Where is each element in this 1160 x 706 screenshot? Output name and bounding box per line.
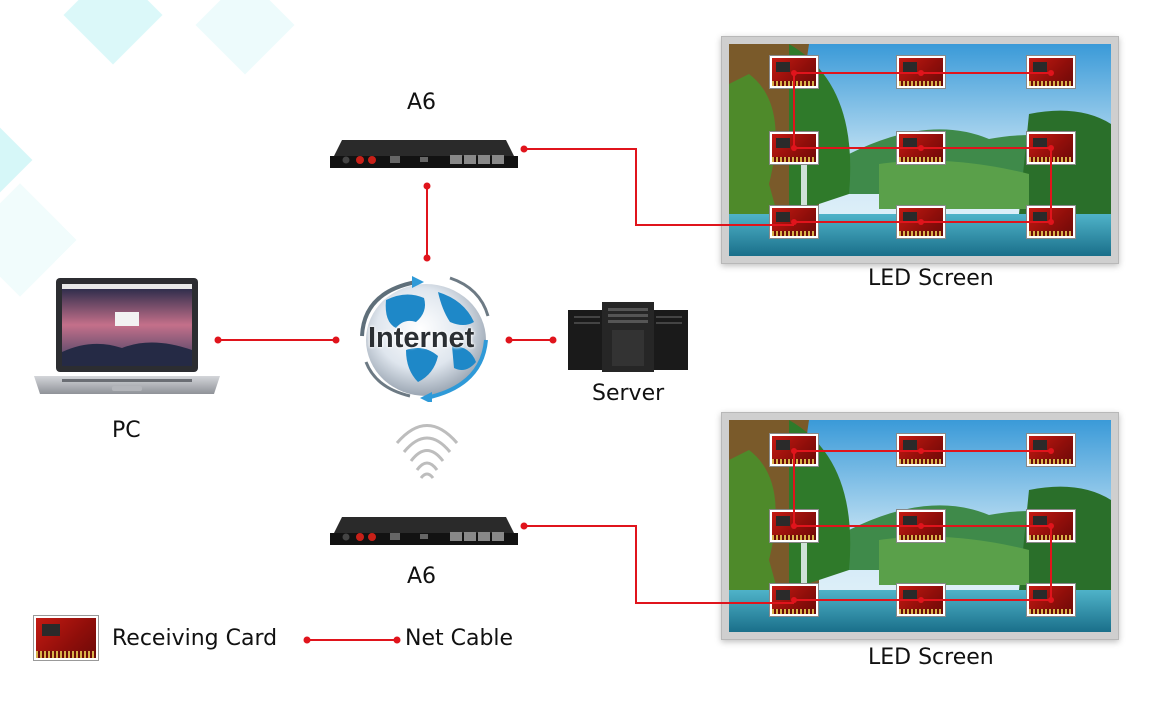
led-screen-label-top: LED Screen [868,266,994,291]
cable-dot [1048,70,1054,76]
a6-controller-top [328,134,520,172]
cable-dot [520,145,528,153]
cable-dot [791,70,797,76]
cable-dot [918,145,924,151]
cable-dot [791,145,797,151]
pc-label: PC [112,418,141,443]
cable-dot [791,448,797,454]
legend-net-cable-label: Net Cable [405,626,514,651]
led-screen-label-bottom: LED Screen [868,645,994,670]
legend-receiving-card-icon [33,615,99,661]
a6-label-top: A6 [407,90,437,115]
internet-label: Internet [368,322,475,354]
cable-dot [1048,597,1054,603]
cable-dot [918,448,924,454]
server-icon [566,300,690,374]
cable-dot [918,70,924,76]
cable-dot [1048,523,1054,529]
cable-dot [918,523,924,529]
laptop-icon [32,276,222,400]
legend-receiving-card-label: Receiving Card [112,626,278,651]
net-cable [524,525,794,604]
internet-globe-icon [346,270,496,404]
cable-dot [423,254,431,262]
a6-label-bottom: A6 [407,564,437,589]
cable-dot [791,597,797,603]
net-cable [524,148,794,226]
cable-dot [791,219,797,225]
cable-dot [423,182,431,190]
cable-dot [520,522,528,530]
cable-dot [791,523,797,529]
cable-dot [505,336,513,344]
cable-dot [332,336,340,344]
cable-dot [918,597,924,603]
cable-dot [918,219,924,225]
cable-dot [393,636,401,644]
cable-dot [1048,448,1054,454]
cable-dot [1048,145,1054,151]
a6-controller-bottom [328,511,520,549]
cable-dot [303,636,311,644]
cable-dot [549,336,557,344]
cable-dot [214,336,222,344]
server-label: Server [592,381,665,406]
cable-dot [1048,219,1054,225]
